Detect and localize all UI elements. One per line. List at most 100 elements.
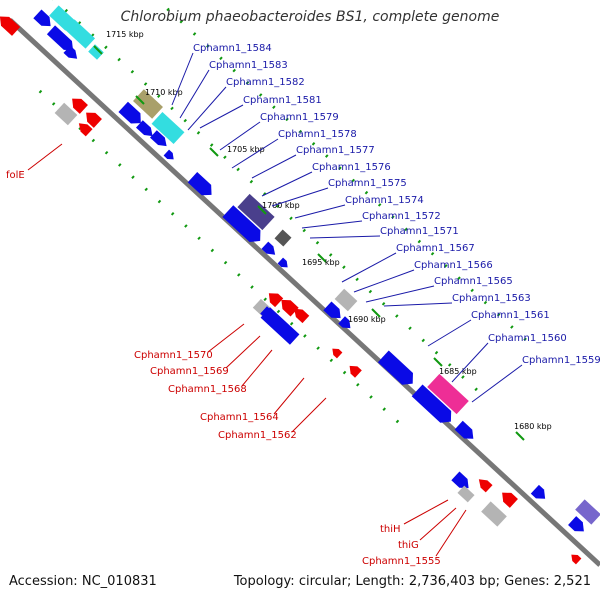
gene-feature[interactable] bbox=[88, 44, 104, 60]
gene-feature[interactable] bbox=[451, 471, 469, 489]
gene-feature[interactable] bbox=[118, 101, 141, 124]
tick-mark bbox=[257, 205, 267, 215]
gene-feature[interactable] bbox=[86, 112, 102, 128]
reverse-gene-label[interactable]: thiG bbox=[398, 540, 419, 551]
gene-feature[interactable] bbox=[237, 193, 275, 231]
tick-mark bbox=[371, 308, 381, 318]
forward-label-leader bbox=[301, 220, 363, 229]
gene-feature[interactable] bbox=[478, 479, 493, 493]
gene-feature[interactable] bbox=[33, 9, 51, 27]
forward-label-leader bbox=[271, 187, 329, 207]
gene-feature[interactable] bbox=[281, 299, 299, 317]
gene-feature[interactable] bbox=[274, 229, 292, 247]
position-tick-label: 1710 kbp bbox=[145, 88, 183, 97]
gene-feature[interactable] bbox=[63, 45, 78, 59]
gene-feature[interactable] bbox=[530, 484, 546, 499]
reverse-gene-label[interactable]: thiH bbox=[380, 524, 401, 535]
reverse-gene-label[interactable]: Cphamn1_1564 bbox=[200, 412, 279, 423]
gene-feature[interactable] bbox=[332, 348, 343, 359]
reverse-gene-label[interactable]: Cphamn1_1555 bbox=[362, 556, 441, 567]
gene-feature[interactable] bbox=[72, 98, 88, 114]
forward-label-leader bbox=[309, 235, 381, 239]
gene-feature[interactable] bbox=[260, 306, 273, 319]
reverse-gene-labels: folE Cphamn1_1570Cphamn1_1569Cphamn1_1568… bbox=[6, 143, 467, 567]
reverse-gene-label[interactable]: Cphamn1_1568 bbox=[168, 384, 247, 395]
length-value: 2,736,403 bp; bbox=[408, 574, 501, 589]
forward-label-leader bbox=[341, 252, 397, 283]
gene-feature[interactable] bbox=[149, 130, 167, 147]
gene-feature[interactable] bbox=[46, 25, 74, 51]
forward-gene-label[interactable]: Cphamn1_1576 bbox=[312, 162, 391, 173]
genes-value: 2,521 bbox=[553, 574, 591, 589]
gene-feature[interactable] bbox=[277, 257, 288, 268]
forward-gene-label[interactable]: Cphamn1_1571 bbox=[380, 226, 459, 237]
reverse-gene-label[interactable]: Cphamn1_1570 bbox=[134, 350, 213, 361]
forward-label-leader bbox=[294, 204, 346, 219]
length-label: Length: bbox=[355, 574, 405, 589]
gene-feature[interactable] bbox=[571, 554, 582, 565]
reverse-label-leader bbox=[419, 507, 457, 541]
forward-label-leader bbox=[451, 342, 489, 383]
gene-feature[interactable] bbox=[151, 111, 185, 145]
forward-label-leader bbox=[365, 285, 435, 303]
gene-feature[interactable] bbox=[575, 499, 600, 525]
forward-gene-label[interactable]: Cphamn1_1578 bbox=[278, 129, 357, 140]
gene-feature[interactable] bbox=[78, 123, 93, 137]
gene-feature[interactable] bbox=[0, 16, 21, 36]
forward-gene-label[interactable]: Cphamn1_1563 bbox=[452, 293, 531, 304]
accession-info: Accession: NC_010831 bbox=[9, 574, 157, 589]
forward-gene-label[interactable]: Cphamn1_1561 bbox=[471, 310, 550, 321]
gene-feature[interactable] bbox=[502, 492, 518, 508]
gene-feature[interactable] bbox=[334, 288, 358, 312]
forward-gene-label[interactable]: Cphamn1_1577 bbox=[296, 145, 375, 156]
gene-feature[interactable] bbox=[427, 373, 469, 415]
gene-feature[interactable] bbox=[568, 516, 584, 532]
gene-feature[interactable] bbox=[294, 308, 310, 324]
gene-feature[interactable] bbox=[457, 485, 475, 503]
forward-gene-label[interactable]: Cphamn1_1566 bbox=[414, 260, 493, 271]
position-tick-label: 1690 kbp bbox=[348, 315, 386, 324]
gene-feature[interactable] bbox=[187, 172, 212, 196]
gene-feature[interactable] bbox=[222, 205, 261, 243]
gene-feature[interactable] bbox=[133, 89, 163, 119]
position-tick-label: 1715 kbp bbox=[106, 30, 144, 39]
forward-label-leader bbox=[427, 319, 472, 347]
reverse-gene-label[interactable]: folE bbox=[6, 170, 25, 181]
forward-gene-label[interactable]: Cphamn1_1567 bbox=[396, 243, 475, 254]
gene-feature[interactable] bbox=[481, 501, 507, 527]
forward-gene-label[interactable]: Cphamn1_1559 bbox=[522, 355, 600, 366]
gene-feature[interactable] bbox=[261, 241, 276, 255]
forward-gene-label[interactable]: Cphamn1_1565 bbox=[434, 276, 513, 287]
reverse-gene-label[interactable]: Cphamn1_1569 bbox=[150, 366, 229, 377]
gene-feature[interactable] bbox=[411, 384, 452, 423]
position-tick-label: 1705 kbp bbox=[227, 145, 265, 154]
forward-gene-label[interactable]: Cphamn1_1579 bbox=[260, 112, 339, 123]
forward-gene-label[interactable]: Cphamn1_1582 bbox=[226, 77, 305, 88]
position-tick-label: 1695 kbp bbox=[302, 258, 340, 267]
forward-gene-label[interactable]: Cphamn1_1581 bbox=[243, 95, 322, 106]
gene-feature[interactable] bbox=[54, 102, 78, 126]
forward-gene-label[interactable]: Cphamn1_1572 bbox=[362, 211, 441, 222]
tick-mark bbox=[433, 357, 443, 367]
gene-feature[interactable] bbox=[163, 149, 174, 160]
gene-feature[interactable] bbox=[377, 350, 413, 385]
forward-gene-label[interactable]: Cphamn1_1574 bbox=[345, 195, 424, 206]
forward-gene-label[interactable]: Cphamn1_1560 bbox=[488, 333, 567, 344]
gene-feature[interactable] bbox=[323, 301, 341, 319]
forward-gene-label[interactable]: Cphamn1_1584 bbox=[193, 43, 272, 54]
gene-feature[interactable] bbox=[64, 19, 96, 49]
forward-gene-label[interactable]: Cphamn1_1583 bbox=[209, 60, 288, 71]
reverse-gene-label[interactable]: Cphamn1_1562 bbox=[218, 430, 297, 441]
gene-feature[interactable] bbox=[349, 365, 362, 378]
accession-value: NC_010831 bbox=[81, 574, 157, 589]
gene-feature[interactable] bbox=[268, 293, 284, 308]
forward-gene-label[interactable]: Cphamn1_1575 bbox=[328, 178, 407, 189]
tick-mark bbox=[317, 253, 327, 263]
gene-feature[interactable] bbox=[49, 5, 75, 31]
gene-feature[interactable] bbox=[135, 120, 153, 137]
forward-gene-labels: Cphamn1_1584Cphamn1_1583Cphamn1_1582Cpha… bbox=[171, 43, 600, 403]
gene-feature[interactable] bbox=[454, 420, 474, 439]
gene-feature[interactable] bbox=[338, 316, 351, 329]
reverse-label-leader bbox=[403, 499, 449, 525]
